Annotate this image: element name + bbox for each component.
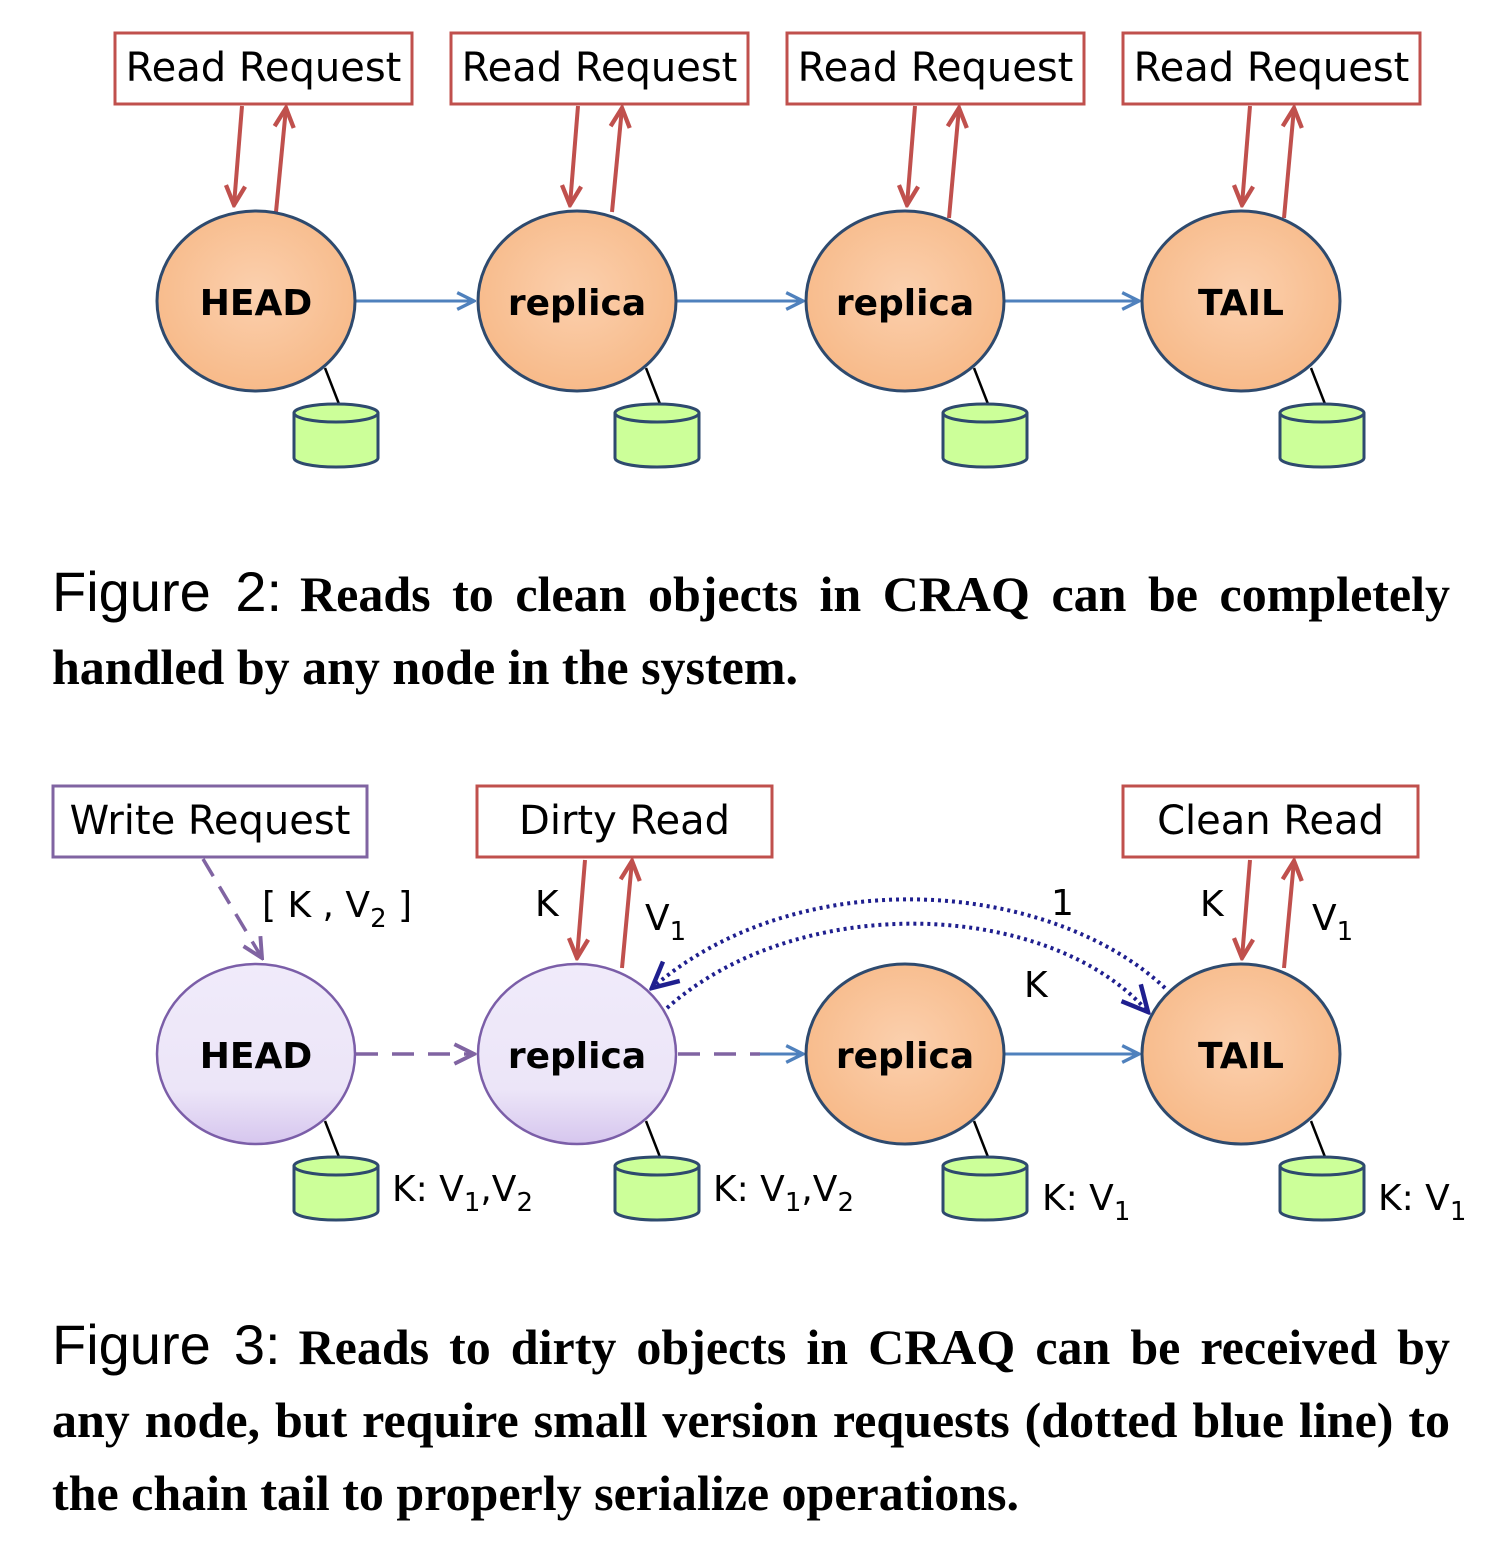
response-arrow-up (276, 108, 286, 213)
figure-2-number: Figure 2: (52, 560, 283, 623)
node-label: replica (508, 283, 646, 324)
disk-connectors (323, 1120, 1327, 1158)
storage-disks (292, 402, 1366, 469)
tail-node-clean: TAIL (1140, 962, 1342, 1146)
database-icon (613, 402, 701, 469)
version-number-label: 1 (1051, 883, 1074, 924)
write-request-label: Write Request (70, 798, 351, 844)
write-request-box: Write Request (51, 784, 369, 859)
figure-3-caption: Figure 3:Reads to dirty objects in CRAQ … (52, 1308, 1450, 1530)
read-request-arrows (234, 105, 1294, 219)
clean-read-label: Clean Read (1157, 798, 1384, 844)
response-arrow-up (612, 108, 622, 213)
response-arrow-up (622, 861, 632, 969)
figure-3-caption-text: Reads to dirty objects in CRAQ can be re… (52, 1319, 1450, 1521)
dirty-read-label: Dirty Read (519, 798, 730, 844)
database-icon (1278, 402, 1366, 469)
replica-node: replica (476, 209, 678, 393)
store-contents-replica-1: K: V1,V2 (713, 1169, 854, 1218)
request-arrow-down (1242, 105, 1250, 205)
read-request-box-1: Read Request (113, 31, 414, 106)
response-arrow-up (1284, 108, 1294, 219)
dirty-read-box: Dirty Read (475, 784, 774, 859)
request-arrow-down (907, 105, 915, 205)
replica-node-clean: replica (804, 962, 1006, 1146)
response-arrow-up (1284, 861, 1294, 969)
response-arrow-up (949, 108, 959, 219)
database-icon (292, 1155, 380, 1222)
storage-disks (292, 1155, 1366, 1222)
node-label: HEAD (200, 283, 312, 324)
clean-read-box: Clean Read (1121, 784, 1420, 859)
node-label: replica (836, 1036, 974, 1077)
replica-node: replica (804, 209, 1006, 393)
store-contents-tail: K: V1 (1378, 1178, 1466, 1227)
database-icon (292, 402, 380, 469)
write-kv-label: [ K , V2 ] (262, 885, 412, 934)
replica-node-dirty: replica (476, 962, 678, 1146)
tail-node: TAIL (1140, 209, 1342, 393)
write-arrow (201, 858, 262, 958)
clean-value-label: V1 (1312, 898, 1353, 947)
figure-3-number: Figure 3: (52, 1313, 281, 1376)
request-arrow-down (570, 105, 578, 205)
read-request-box-2: Read Request (449, 31, 750, 106)
version-key-label: K (1024, 965, 1049, 1006)
request-arrow-down (234, 105, 242, 205)
node-label: HEAD (200, 1036, 312, 1077)
version-query-arc (665, 921, 1148, 1012)
figure-2-caption: Figure 2:Reads to clean objects in CRAQ … (52, 555, 1450, 704)
version-query-arcs (652, 897, 1167, 1012)
figure-2-diagram: Read Request Read Request Read Request R… (113, 31, 1422, 469)
node-label: replica (508, 1036, 646, 1077)
node-label: TAIL (1198, 283, 1284, 324)
disk-connectors (323, 367, 1327, 405)
dirty-read-arrows (577, 859, 632, 969)
clean-key-label: K (1200, 884, 1225, 925)
head-node-dirty: HEAD (155, 962, 357, 1146)
database-icon (613, 1155, 701, 1222)
database-icon (941, 1155, 1029, 1222)
database-icon (941, 402, 1029, 469)
dirty-value-label: V1 (645, 898, 686, 947)
database-icon (1278, 1155, 1366, 1222)
store-contents-head: K: V1,V2 (392, 1169, 533, 1218)
read-request-label: Read Request (798, 45, 1074, 91)
node-label: replica (836, 283, 974, 324)
read-request-label: Read Request (1134, 45, 1410, 91)
figure-2-caption-text: Reads to clean objects in CRAQ can be co… (52, 566, 1451, 695)
node-label: TAIL (1198, 1036, 1284, 1077)
figure-3-diagram: Write Request Dirty Read Clean Read [ K … (51, 784, 1466, 1227)
read-request-label: Read Request (462, 45, 738, 91)
clean-read-arrows (1242, 859, 1294, 969)
read-request-label: Read Request (126, 45, 402, 91)
head-node: HEAD (155, 209, 357, 393)
read-request-box-3: Read Request (785, 31, 1086, 106)
read-request-box-4: Read Request (1121, 31, 1422, 106)
dirty-key-label: K (535, 884, 560, 925)
request-arrow-down (577, 859, 585, 958)
store-contents-replica-2: K: V1 (1042, 1178, 1130, 1227)
request-arrow-down (1242, 859, 1250, 958)
